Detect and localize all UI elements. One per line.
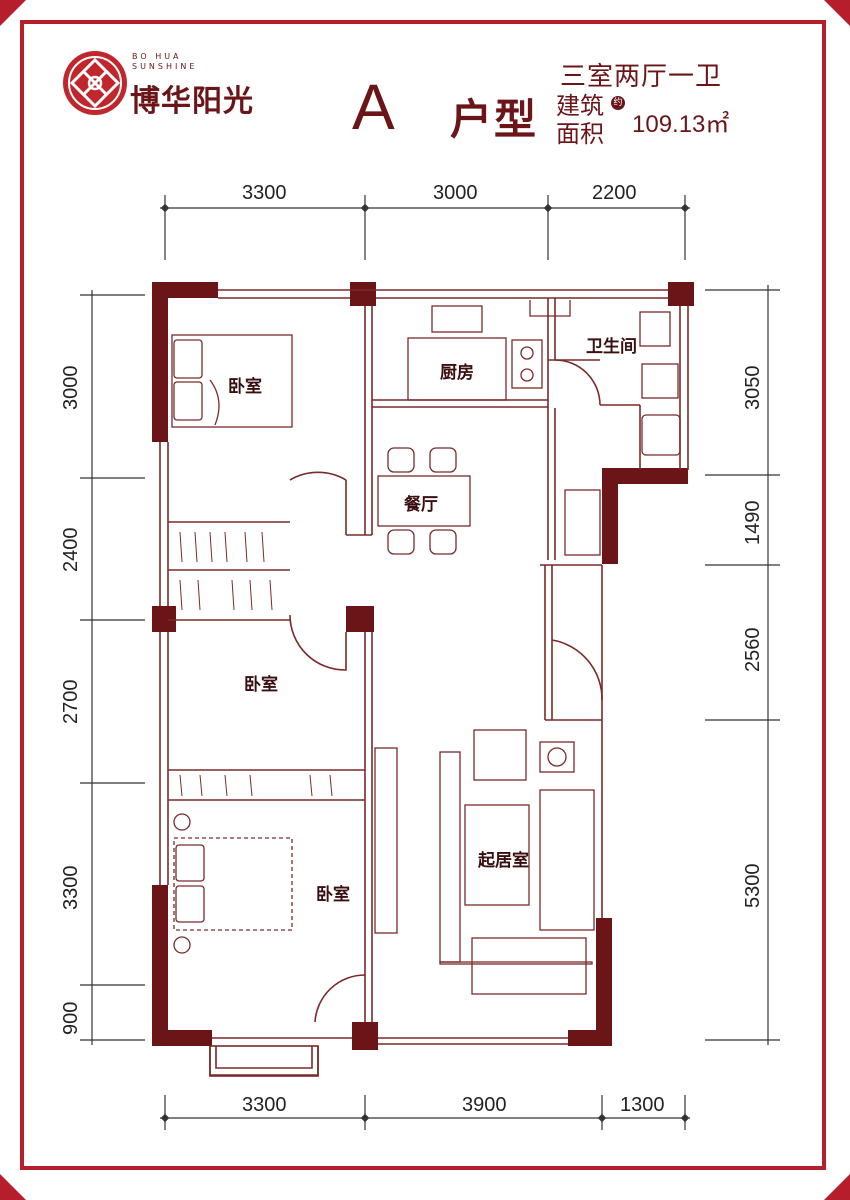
room-label-dining: 餐厅 <box>404 495 438 515</box>
dim-right-3: 2560 <box>742 627 764 673</box>
dim-left-4: 3300 <box>60 865 82 911</box>
frame-corner-top-right <box>824 0 850 26</box>
brand-name: 博华阳光 <box>130 84 254 119</box>
dim-bottom-3: 1300 <box>620 1094 665 1116</box>
dim-bottom-1: 3300 <box>242 1094 287 1116</box>
room-label-bedroom-mid: 卧室 <box>244 675 278 695</box>
area-label-line1: 建筑 <box>556 92 604 120</box>
walls <box>152 282 694 1050</box>
interior-lines <box>159 289 689 1077</box>
brand-logo-icon <box>63 51 127 115</box>
room-label-bedroom-bottom: 卧室 <box>316 885 350 905</box>
brand-en-line1: BO HUA <box>132 52 182 61</box>
unit-type-letter: A <box>352 71 395 143</box>
room-label-kitchen: 厨房 <box>440 363 474 383</box>
dim-top-2: 3000 <box>433 182 478 204</box>
room-label-living: 起居室 <box>478 851 529 871</box>
dim-bottom-2: 3900 <box>462 1094 507 1116</box>
dim-right-4: 5300 <box>742 863 764 909</box>
brand-name-english: BO HUA SUNSHINE <box>132 52 197 72</box>
wardrobe-hangers <box>179 531 333 797</box>
dim-left-5: 900 <box>60 1001 82 1035</box>
dim-right-2: 1490 <box>742 500 764 546</box>
dim-top-3: 2200 <box>592 182 637 204</box>
dim-left-2: 2400 <box>60 527 82 573</box>
room-label-bathroom: 卫生间 <box>586 337 637 357</box>
room-label-bedroom-top: 卧室 <box>228 377 262 397</box>
dim-right-1: 3050 <box>742 365 764 411</box>
frame-corner-bottom-right <box>824 1174 850 1200</box>
unit-type-label: 户型 <box>450 95 539 144</box>
dim-left-1: 3000 <box>60 365 82 411</box>
dim-left-3: 2700 <box>60 679 82 725</box>
area-label-line2: 面积 <box>556 120 604 148</box>
frame-corner-bottom-left <box>0 1174 26 1200</box>
area-value: 109.13㎡ <box>632 111 730 138</box>
unit-layout: 三室两厅一卫 <box>560 62 723 92</box>
furniture <box>171 300 681 995</box>
brand-en-line2: SUNSHINE <box>132 62 198 71</box>
approx-badge: 约 <box>611 96 625 110</box>
dim-top-1: 3300 <box>242 182 287 204</box>
